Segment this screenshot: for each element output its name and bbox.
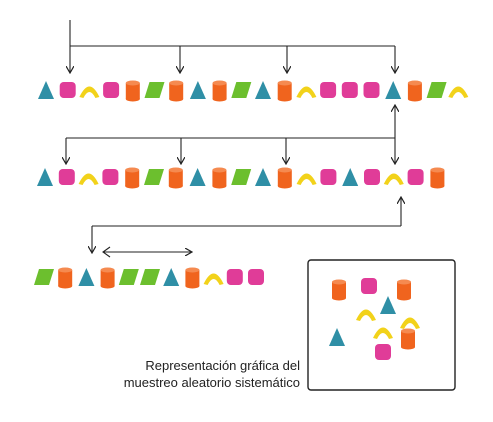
caption-line-1: Representación gráfica del bbox=[145, 358, 300, 373]
square-shape bbox=[320, 169, 337, 185]
arc-shape bbox=[448, 86, 469, 98]
square-shape bbox=[361, 278, 377, 294]
cylinder-shape bbox=[212, 167, 227, 189]
triangle-shape bbox=[385, 81, 402, 99]
parallelogram-shape bbox=[140, 269, 160, 285]
row-selection bbox=[37, 167, 445, 189]
triangle-shape bbox=[329, 328, 345, 346]
cylinder-shape bbox=[430, 167, 445, 189]
row-population bbox=[38, 80, 469, 102]
row-interval bbox=[34, 267, 264, 289]
triangle-shape bbox=[189, 81, 206, 99]
triangle-shape bbox=[189, 168, 206, 186]
arc-shape bbox=[296, 173, 317, 185]
triangle-shape bbox=[78, 268, 95, 286]
square-shape bbox=[59, 82, 76, 98]
arc-shape bbox=[203, 273, 224, 285]
caption-line-2: muestreo aleatorio sistemático bbox=[123, 375, 300, 390]
cylinder-shape bbox=[401, 328, 415, 350]
cylinder-shape bbox=[168, 167, 183, 189]
parallelogram-shape bbox=[231, 82, 252, 98]
square-shape bbox=[248, 269, 264, 285]
arc-shape bbox=[79, 86, 100, 98]
square-shape bbox=[364, 169, 380, 185]
cylinder-shape bbox=[58, 267, 73, 289]
square-shape bbox=[58, 169, 75, 185]
triangle-shape bbox=[255, 81, 271, 99]
diagram-caption: Representación gráfica del muestreo alea… bbox=[90, 357, 300, 391]
triangle-shape bbox=[163, 268, 180, 286]
parallelogram-shape bbox=[426, 82, 447, 98]
square-shape bbox=[341, 82, 358, 98]
cylinder-shape bbox=[277, 80, 292, 102]
square-shape bbox=[363, 82, 380, 98]
triangle-shape bbox=[380, 296, 396, 314]
cylinder-shape bbox=[332, 279, 346, 301]
parallelogram-shape bbox=[34, 269, 54, 285]
arc-shape bbox=[78, 173, 99, 185]
arc-shape bbox=[400, 317, 420, 329]
arc-shape bbox=[296, 86, 317, 98]
cylinder-shape bbox=[169, 80, 184, 102]
shape-rows bbox=[34, 80, 469, 289]
square-shape bbox=[102, 169, 119, 185]
parallelogram-shape bbox=[118, 269, 139, 285]
square-shape bbox=[103, 82, 120, 98]
triangle-shape bbox=[255, 168, 271, 186]
cylinder-shape bbox=[125, 167, 140, 189]
square-shape bbox=[320, 82, 337, 98]
cylinder-shape bbox=[407, 80, 422, 102]
triangle-shape bbox=[342, 168, 359, 186]
sample-box bbox=[307, 259, 456, 391]
arc-shape bbox=[356, 309, 376, 321]
cylinder-shape bbox=[125, 80, 140, 102]
arc-shape bbox=[383, 173, 404, 185]
cylinder-shape bbox=[397, 279, 411, 301]
cylinder-shape bbox=[100, 267, 115, 289]
sample-shapes bbox=[329, 278, 420, 360]
cylinder-shape bbox=[277, 167, 292, 189]
connector-lines bbox=[66, 20, 401, 258]
parallelogram-shape bbox=[231, 169, 252, 185]
arc-shape bbox=[373, 327, 393, 339]
cylinder-shape bbox=[212, 80, 227, 102]
parallelogram-shape bbox=[144, 169, 164, 185]
square-shape bbox=[375, 344, 391, 360]
square-shape bbox=[226, 269, 243, 285]
triangle-shape bbox=[37, 168, 53, 186]
square-shape bbox=[407, 169, 424, 185]
cylinder-shape bbox=[185, 267, 200, 289]
interval-arrow-left-head bbox=[102, 246, 111, 258]
triangle-shape bbox=[38, 81, 54, 99]
parallelogram-shape bbox=[144, 82, 165, 98]
